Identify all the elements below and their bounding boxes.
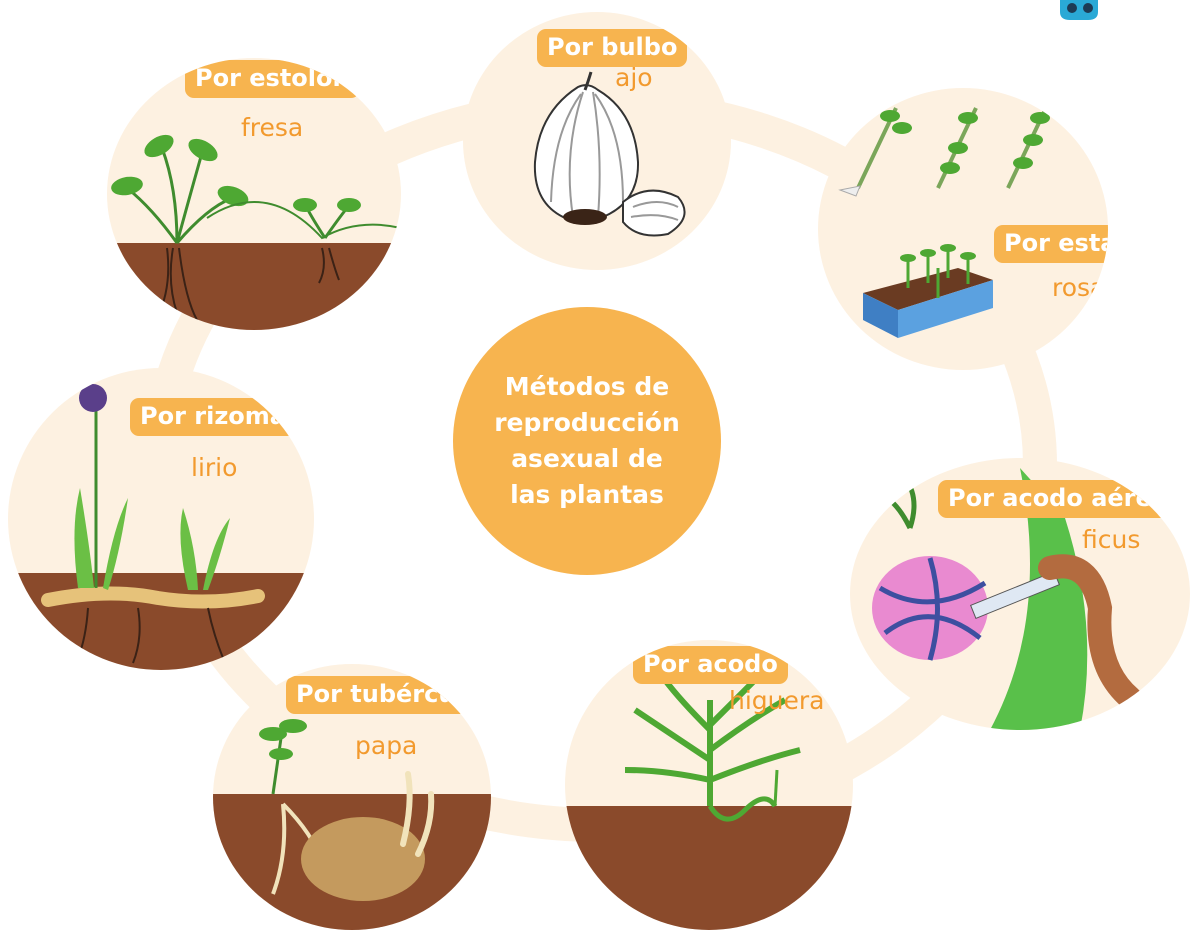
example-label-papa: papa (355, 732, 417, 760)
center-title-circle: Métodos de reproducción asexual de las p… (453, 307, 721, 575)
method-circle-estolon: Por estolón fresa (107, 58, 401, 330)
method-circle-estaca: Por estaca rosa (818, 88, 1108, 370)
method-label-acodo-aereo: Por acodo aéreo (938, 480, 1178, 518)
method-circle-tuberculo: Por tubérculo papa (213, 664, 491, 930)
example-label-ajo: ajo (615, 64, 653, 92)
example-label-rosa: rosa (1052, 274, 1105, 302)
corner-decoration-icon (1058, 0, 1178, 22)
method-label-estaca: Por estaca (994, 225, 1108, 263)
method-label-tuberculo: Por tubérculo (286, 676, 490, 714)
method-circle-rizoma: Por rizoma lirio (8, 368, 314, 670)
example-label-ficus: ficus (1082, 526, 1140, 554)
strawberry-runner-illustration (107, 58, 401, 330)
example-label-higuera: higuera (729, 687, 824, 715)
method-label-bulbo: Por bulbo (537, 29, 687, 67)
center-title: Métodos de reproducción asexual de las p… (487, 369, 687, 513)
method-circle-bulbo: Por bulbo ajo (463, 12, 731, 270)
method-label-estolon: Por estolón (185, 60, 360, 98)
method-label-rizoma: Por rizoma (130, 398, 296, 436)
method-circle-acodo-aereo: Por acodo aéreo ficus (850, 458, 1190, 730)
example-label-lirio: lirio (191, 454, 237, 482)
method-circle-acodo: Por acodo higuera (565, 640, 853, 930)
method-label-acodo: Por acodo (633, 646, 788, 684)
example-label-fresa: fresa (241, 114, 303, 142)
